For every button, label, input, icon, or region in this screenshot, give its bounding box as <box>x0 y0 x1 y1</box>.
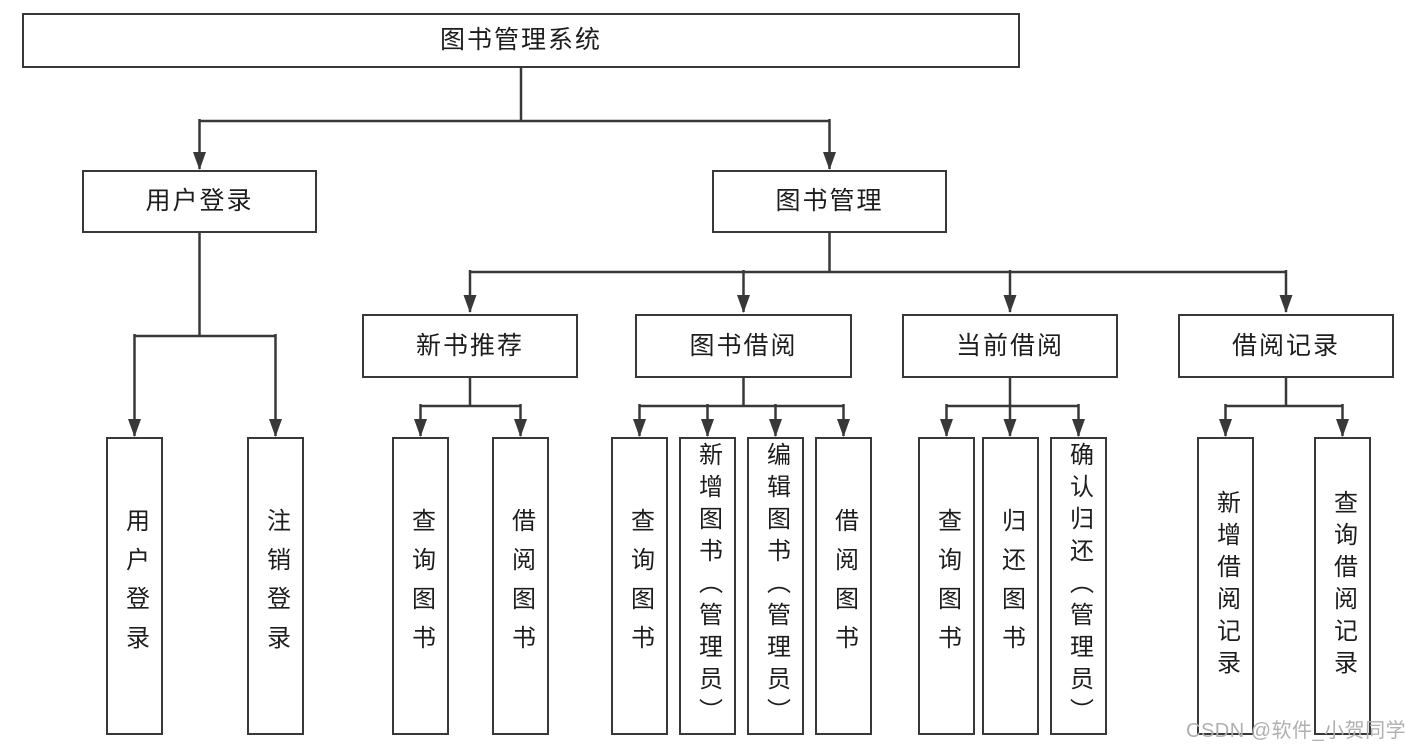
leaf-query-borrow-record-label: 查询借阅记录 <box>1329 490 1357 682</box>
leaf-user-login-label: 用户登录 <box>121 508 149 664</box>
node-borrowing-records-label: 借阅记录 <box>1231 331 1340 360</box>
leaf-return-book-label: 归还图书 <box>997 508 1025 664</box>
leaf-borrow-book: 借阅图书 <box>815 437 872 735</box>
node-user-login: 用户登录 <box>82 170 317 233</box>
leaf-borrow-book-recommend: 借阅图书 <box>492 437 549 735</box>
leaf-confirm-return-admin: 确认归还（管理员） <box>1050 437 1107 735</box>
edge-book-borrow-trunk <box>639 378 844 408</box>
leaf-add-borrow-record: 新增借阅记录 <box>1197 437 1254 735</box>
edge-current-borrow-trunk <box>946 378 1079 408</box>
leaf-add-borrow-record-label: 新增借阅记录 <box>1212 490 1240 682</box>
node-borrowing-records: 借阅记录 <box>1178 314 1394 378</box>
edge-user-login-trunk <box>134 233 276 338</box>
leaf-logout: 注销登录 <box>247 437 304 735</box>
leaf-query-book-current-label: 查询图书 <box>933 508 961 664</box>
edge-new-book-rec-trunk <box>420 378 521 408</box>
node-user-login-label: 用户登录 <box>145 187 254 215</box>
leaf-confirm-return-admin-label: 确认归还（管理员） <box>1065 442 1093 730</box>
csdn-watermark: CSDN @软件_小贺同学 <box>1186 720 1405 742</box>
edge-root-trunk <box>199 68 830 123</box>
edge-book-mgmt-trunk <box>470 233 1286 274</box>
node-book-borrowing: 图书借阅 <box>635 314 852 378</box>
leaf-query-book-borrowing-label: 查询图书 <box>626 508 654 664</box>
leaf-borrow-book-label: 借阅图书 <box>830 508 858 664</box>
leaf-user-login: 用户登录 <box>106 437 163 735</box>
leaf-query-book-recommend-label: 查询图书 <box>407 508 435 664</box>
node-current-borrowing-label: 当前借阅 <box>955 331 1064 360</box>
leaf-edit-book-admin: 编辑图书（管理员） <box>747 437 804 735</box>
node-root-system: 图书管理系统 <box>22 13 1020 68</box>
leaf-return-book: 归还图书 <box>982 437 1039 735</box>
node-book-management: 图书管理 <box>712 170 947 233</box>
node-new-book-recommend-label: 新书推荐 <box>415 331 524 360</box>
leaf-query-borrow-record: 查询借阅记录 <box>1314 437 1371 735</box>
leaf-query-book-current: 查询图书 <box>918 437 975 735</box>
leaf-logout-label: 注销登录 <box>262 508 290 664</box>
leaf-add-book-admin: 新增图书（管理员） <box>679 437 736 735</box>
node-new-book-recommend: 新书推荐 <box>362 314 578 378</box>
leaf-edit-book-admin-label: 编辑图书（管理员） <box>762 442 790 730</box>
edge-borrow-records-trunk <box>1225 378 1343 408</box>
leaf-query-book-recommend: 查询图书 <box>392 437 449 735</box>
node-book-management-label: 图书管理 <box>775 187 884 215</box>
node-current-borrowing: 当前借阅 <box>902 314 1118 378</box>
node-book-borrowing-label: 图书借阅 <box>689 331 798 360</box>
node-root-label: 图书管理系统 <box>439 26 602 54</box>
leaf-query-book-borrowing: 查询图书 <box>611 437 668 735</box>
leaf-add-book-admin-label: 新增图书（管理员） <box>694 442 722 730</box>
leaf-borrow-book-recommend-label: 借阅图书 <box>507 508 535 664</box>
